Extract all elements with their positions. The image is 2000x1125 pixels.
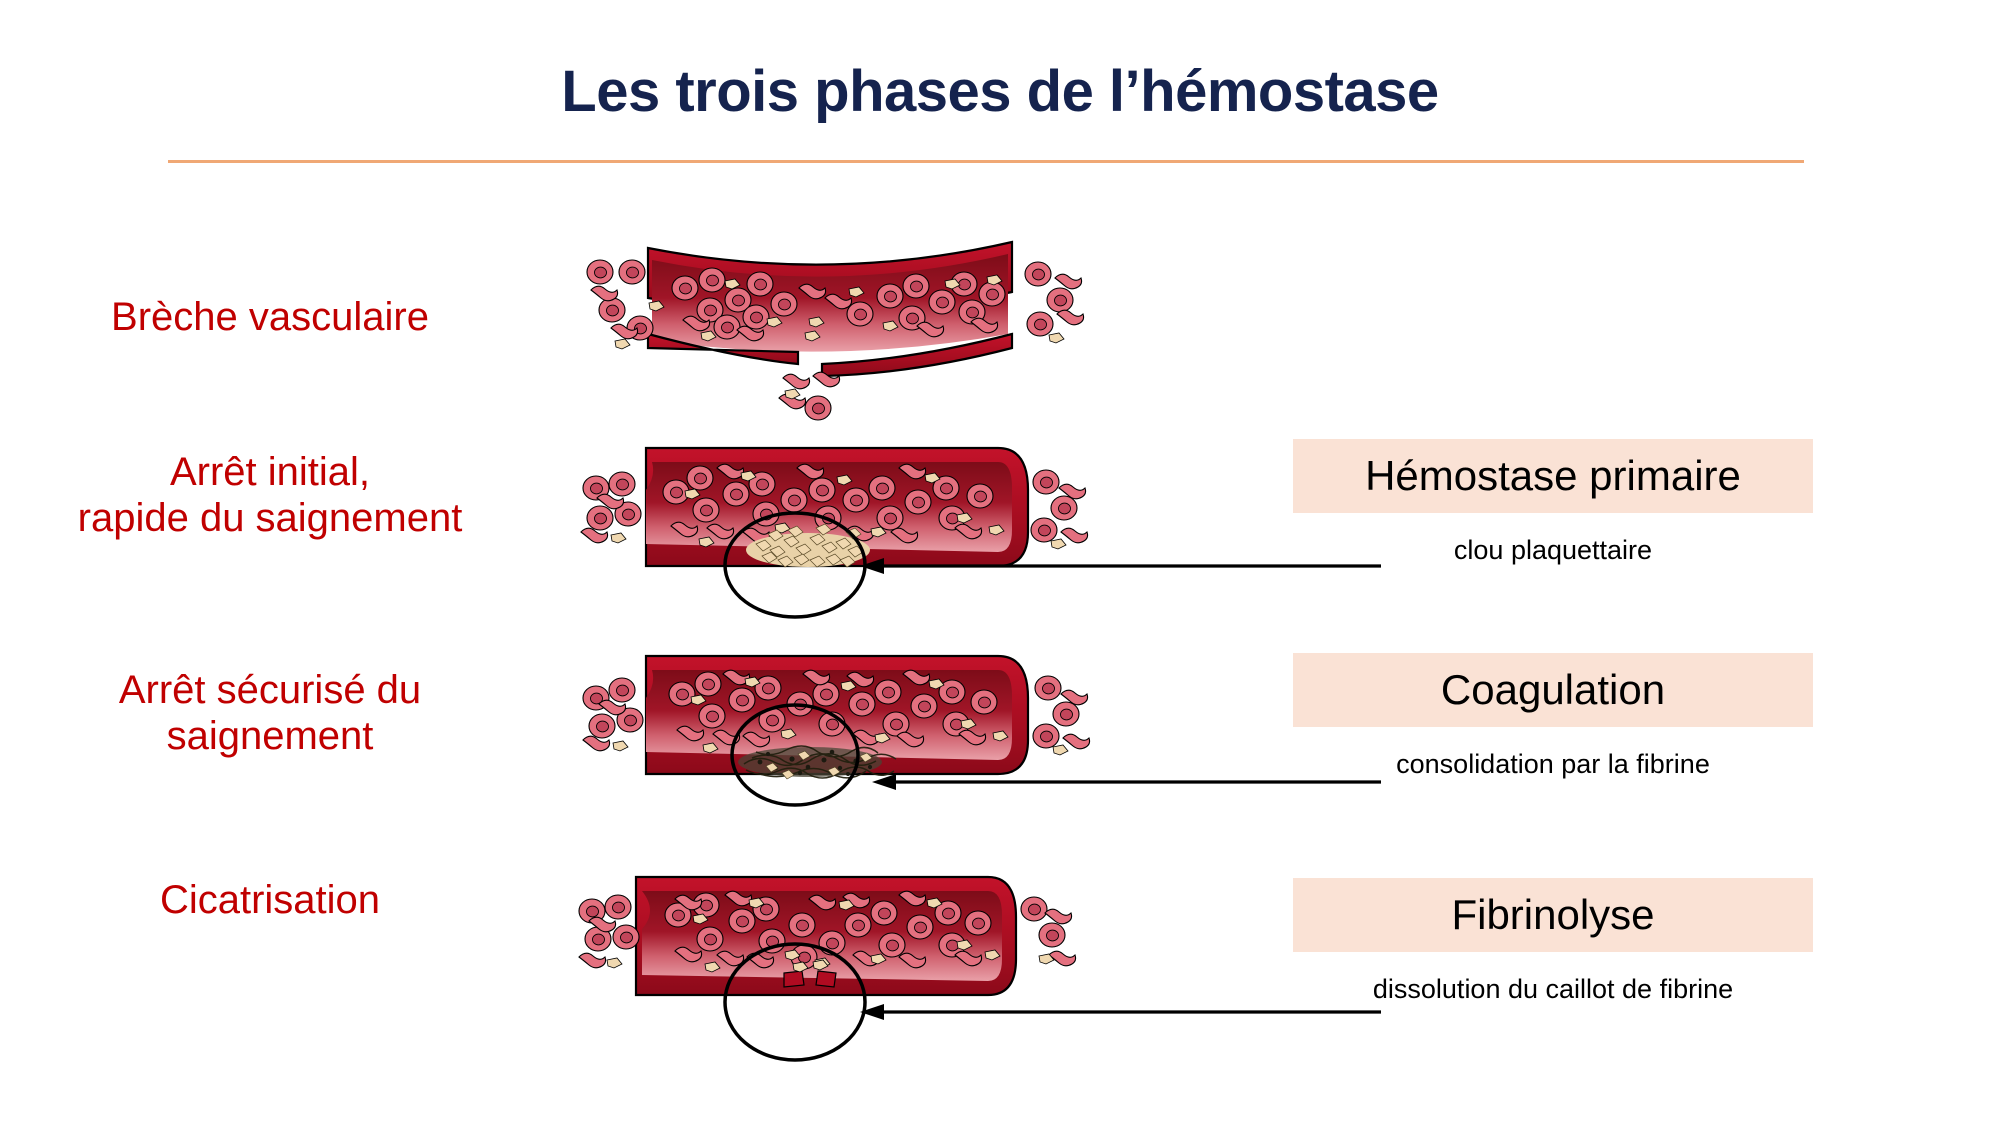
phase-label-line-1: Brèche vasculaire (111, 295, 429, 339)
phase-caption-dissolution-caillot: dissolution du caillot de fibrine (1372, 974, 1734, 1004)
phase-label-line-1: Arrêt initial, (169, 450, 371, 494)
phase-label-arret-initial: Arrêt initial, rapide du saignement (10, 450, 530, 541)
phase-box-coagulation: Coagulation (1293, 653, 1813, 727)
phase-box-title: Coagulation (1440, 666, 1666, 713)
phase-label-breche-vasculaire: Brèche vasculaire (10, 295, 530, 341)
vessel-illustration-breach (560, 222, 1100, 422)
phase-caption-consolidation-fibrine: consolidation par la fibrine (1396, 749, 1710, 779)
phase-label-line-1: Cicatrisation (159, 878, 381, 922)
phase-box-hemostase-primaire: Hémostase primaire (1293, 439, 1813, 513)
vessel-illustration-fibrin-clot (560, 640, 1100, 820)
phase-label-cicatrisation: Cicatrisation (10, 878, 530, 924)
vessel-svg-breach (586, 240, 1085, 421)
phase-box-title: Hémostase primaire (1365, 452, 1741, 499)
phase-box-fibrinolyse: Fibrinolyse (1293, 878, 1813, 952)
vessel-illustration-platelet-plug (560, 432, 1100, 612)
phase-box-title: Fibrinolyse (1451, 891, 1655, 938)
vessel-svg-healed (578, 875, 1077, 997)
phase-label-arret-securise: Arrêt sécurisé du saignement (10, 668, 530, 759)
phase-label-line-1: Arrêt sécurisé du (118, 668, 422, 712)
phase-caption-clou-plaquettaire: clou plaquettaire (1453, 535, 1653, 565)
vessel-svg-fibrin-clot (582, 654, 1091, 780)
vessel-svg-platelet-plug (580, 446, 1089, 568)
phase-label-line-2: rapide du saignement (77, 495, 463, 540)
page-title: Les trois phases de l’hémostase (561, 59, 1439, 124)
vessel-illustration-healed (560, 855, 1100, 1045)
phase-label-line-2: saignement (166, 713, 374, 758)
title-divider-rule (168, 160, 1804, 163)
